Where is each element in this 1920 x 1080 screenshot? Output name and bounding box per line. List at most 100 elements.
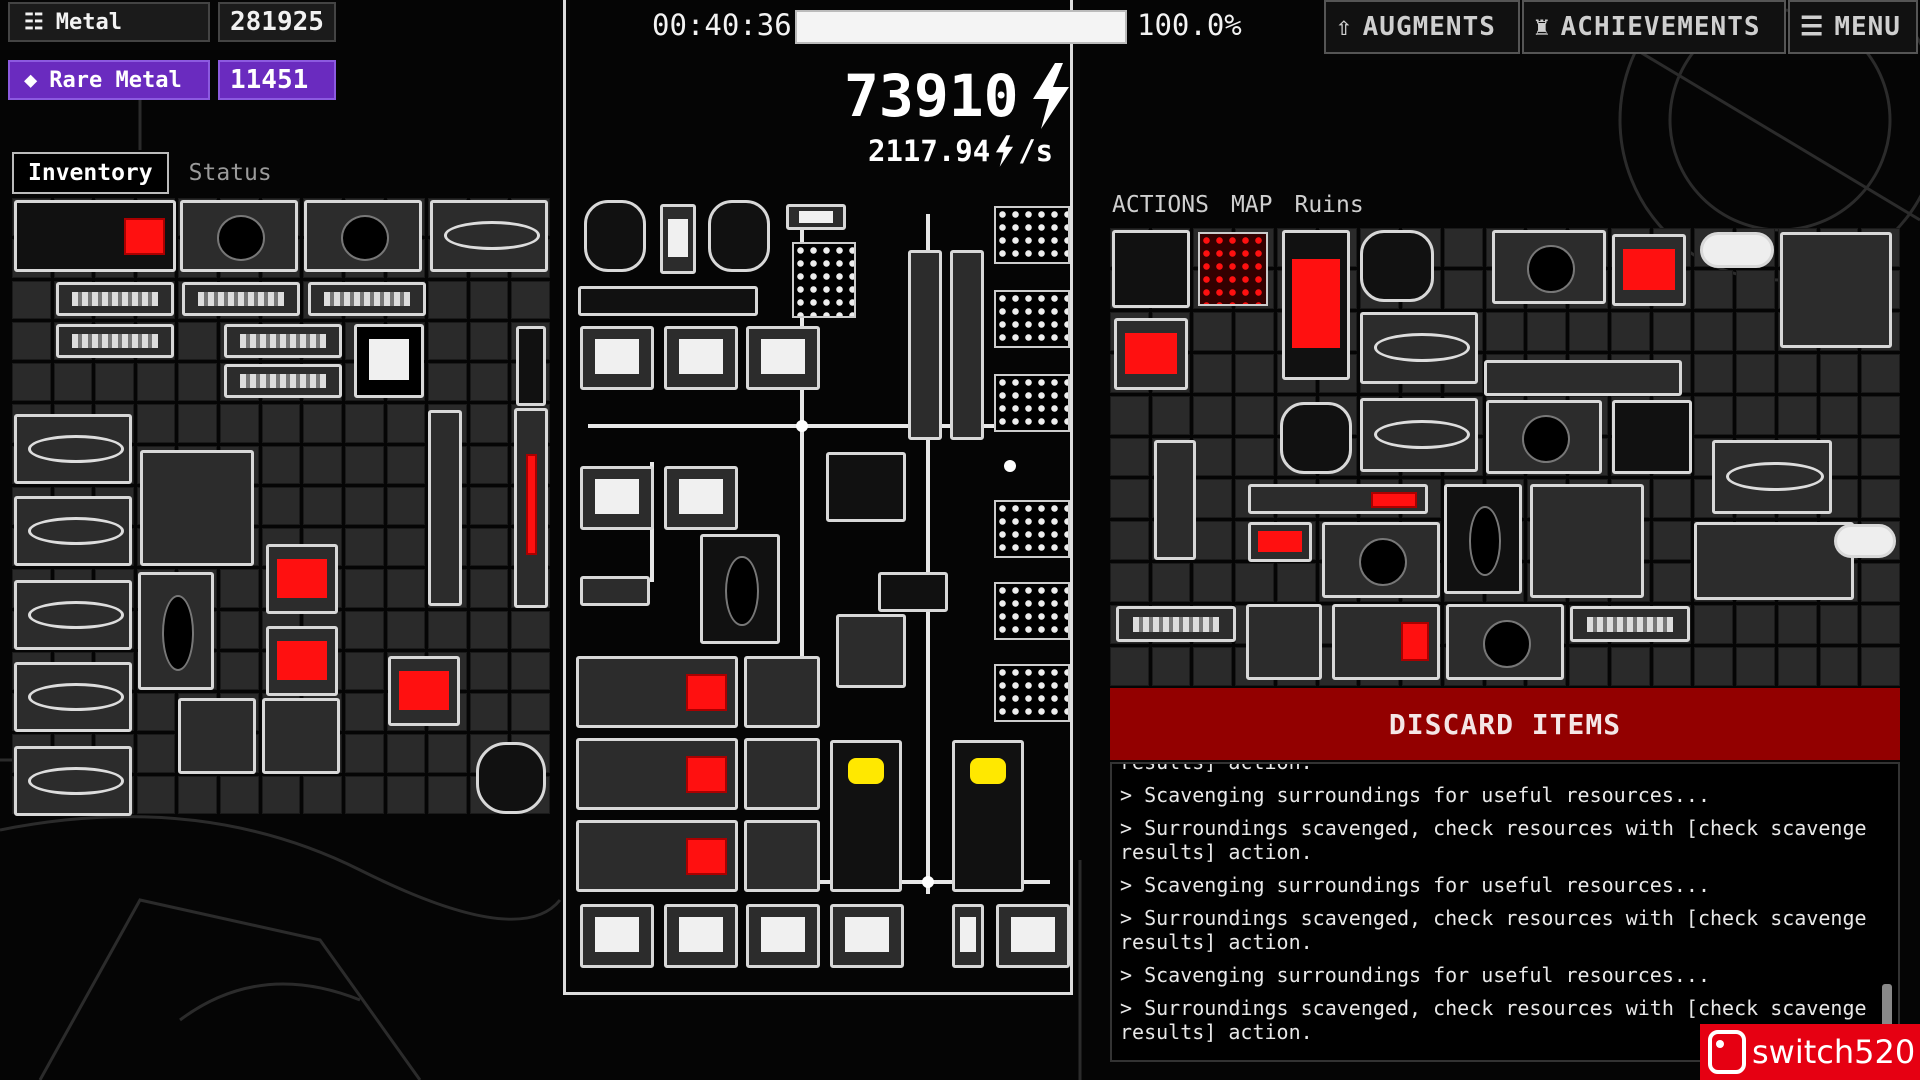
grid-cell[interactable] (469, 321, 509, 361)
ruins-item[interactable] (1712, 440, 1832, 514)
inventory-item[interactable] (14, 746, 132, 816)
grid-cell[interactable] (303, 486, 342, 526)
ruins-item[interactable] (1282, 230, 1350, 380)
ruins-item[interactable] (1322, 522, 1440, 598)
machine-part[interactable] (700, 534, 780, 644)
grid-cell[interactable] (1151, 395, 1191, 435)
machine-part[interactable] (994, 500, 1070, 558)
inventory-item[interactable] (262, 698, 340, 774)
machine-part[interactable] (576, 738, 738, 810)
grid-cell[interactable] (469, 445, 509, 484)
machine-part[interactable] (746, 904, 820, 968)
tab-map[interactable]: MAP (1230, 192, 1273, 218)
machine-part[interactable] (786, 204, 846, 230)
grid-cell[interactable] (1193, 647, 1233, 686)
grid-cell[interactable] (386, 569, 426, 608)
menu-button[interactable]: ☰ MENU (1788, 0, 1918, 54)
machine-part[interactable] (826, 452, 906, 522)
machine-part[interactable] (908, 250, 942, 440)
grid-cell[interactable] (1694, 395, 1734, 435)
machine-part[interactable] (580, 576, 650, 606)
inventory-item[interactable] (138, 572, 214, 690)
grid-cell[interactable] (136, 693, 176, 732)
grid-cell[interactable] (1193, 353, 1233, 393)
machine-part[interactable] (744, 738, 820, 810)
grid-cell[interactable] (136, 363, 176, 402)
grid-cell[interactable] (469, 610, 509, 649)
grid-cell[interactable] (1110, 647, 1149, 686)
machine-part[interactable] (576, 656, 738, 728)
grid-cell[interactable] (469, 693, 509, 732)
grid-cell[interactable] (1736, 311, 1775, 351)
ruins-item[interactable] (1484, 360, 1682, 396)
grid-cell[interactable] (1819, 605, 1859, 645)
machine-part[interactable] (996, 904, 1070, 968)
grid-cell[interactable] (1736, 395, 1775, 435)
machine-part[interactable] (952, 904, 984, 968)
grid-cell[interactable] (1193, 479, 1233, 519)
grid-cell[interactable] (1235, 437, 1274, 477)
grid-cell[interactable] (1694, 647, 1734, 686)
grid-cell[interactable] (428, 280, 467, 319)
ruins-item[interactable] (1780, 232, 1892, 348)
ruins-item[interactable] (1360, 312, 1478, 384)
grid-cell[interactable] (1861, 563, 1900, 603)
grid-cell[interactable] (1694, 605, 1734, 645)
grid-cell[interactable] (428, 363, 467, 402)
machine-part[interactable] (792, 242, 856, 318)
inventory-item[interactable] (224, 364, 342, 398)
grid-cell[interactable] (1193, 311, 1233, 351)
inventory-item[interactable] (56, 282, 174, 316)
grid-cell[interactable] (344, 404, 384, 443)
machine-part[interactable] (994, 664, 1070, 722)
grid-cell[interactable] (1151, 563, 1191, 603)
machine-part[interactable] (664, 904, 738, 968)
ruins-item[interactable] (1360, 398, 1478, 472)
grid-cell[interactable] (1694, 269, 1734, 309)
grid-cell[interactable] (220, 610, 259, 649)
ruins-item[interactable] (1444, 484, 1522, 594)
grid-cell[interactable] (1151, 647, 1191, 686)
grid-cell[interactable] (178, 363, 218, 402)
log-scrollbar[interactable] (1882, 984, 1892, 1048)
machine-part[interactable] (580, 466, 654, 530)
tab-status[interactable]: Status (188, 160, 272, 186)
discard-items-button[interactable]: DISCARD ITEMS (1110, 688, 1900, 760)
grid-cell[interactable] (469, 404, 509, 443)
grid-cell[interactable] (1652, 479, 1692, 519)
grid-cell[interactable] (511, 610, 550, 649)
inventory-item[interactable] (304, 200, 422, 272)
grid-cell[interactable] (344, 528, 384, 567)
grid-cell[interactable] (136, 734, 176, 773)
inventory-item[interactable] (428, 410, 462, 606)
inventory-item[interactable] (178, 698, 256, 774)
grid-cell[interactable] (511, 693, 550, 732)
ruins-item[interactable] (1154, 440, 1196, 560)
grid-cell[interactable] (1777, 353, 1817, 393)
inventory-item[interactable] (224, 324, 342, 358)
ruins-item[interactable] (1570, 606, 1690, 642)
grid-cell[interactable] (469, 280, 509, 319)
inventory-item[interactable] (308, 282, 426, 316)
grid-cell[interactable] (1694, 353, 1734, 393)
grid-cell[interactable] (1736, 353, 1775, 393)
grid-cell[interactable] (1610, 311, 1650, 351)
ruins-item[interactable] (1486, 400, 1602, 474)
ruins-item[interactable] (1694, 522, 1854, 600)
grid-cell[interactable] (469, 651, 509, 691)
grid-cell[interactable] (136, 775, 176, 814)
grid-cell[interactable] (1819, 353, 1859, 393)
inventory-item[interactable] (430, 200, 548, 272)
machine-part[interactable] (830, 904, 904, 968)
grid-cell[interactable] (1736, 269, 1775, 309)
grid-cell[interactable] (178, 775, 218, 814)
grid-cell[interactable] (303, 445, 342, 484)
grid-cell[interactable] (303, 775, 342, 814)
ruins-item[interactable] (1834, 524, 1896, 558)
inventory-item[interactable] (354, 324, 424, 398)
grid-cell[interactable] (1819, 647, 1859, 686)
grid-cell[interactable] (1193, 563, 1233, 603)
ruins-item[interactable] (1612, 400, 1692, 474)
grid-cell[interactable] (386, 610, 426, 649)
grid-cell[interactable] (12, 321, 51, 361)
